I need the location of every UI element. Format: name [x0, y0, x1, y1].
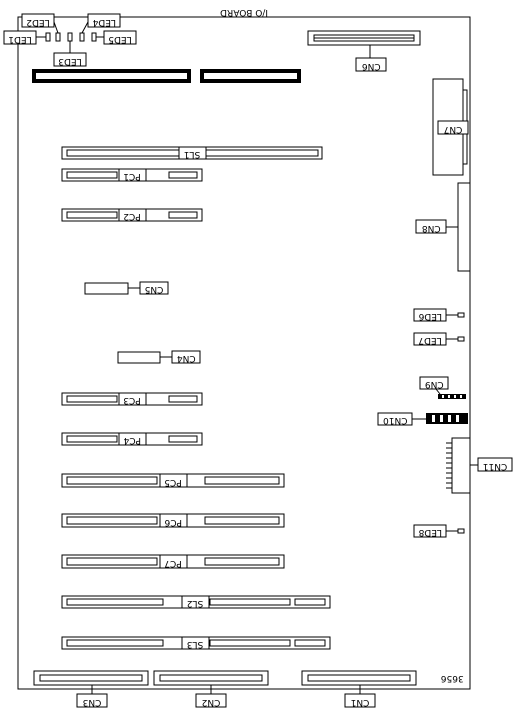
led8-label: LED8	[418, 527, 442, 537]
cn2-connector: CN2	[153, 670, 269, 708]
board-outline	[17, 16, 471, 690]
sl1-label: SL1	[184, 149, 200, 159]
pc3-label-box	[118, 392, 147, 406]
led2-label-box	[21, 13, 55, 28]
cn7-label-box	[437, 120, 469, 135]
cn5-connector: CN5	[84, 281, 169, 295]
cn4-label-box	[171, 350, 201, 364]
led7-label: LED7	[418, 335, 441, 345]
sl1-label-box	[178, 146, 207, 160]
cn10-label: CN10	[383, 415, 408, 425]
pc6-label-box	[159, 513, 188, 528]
slot-pc6: PC6	[61, 513, 285, 528]
cn8-label: CN8	[422, 223, 441, 233]
slot-pc2: PC2	[61, 208, 203, 222]
pc4-label-box	[118, 432, 147, 446]
cn11-label: CN11	[483, 461, 507, 471]
cn1-label: CN1	[351, 697, 370, 707]
top-slot-right	[200, 69, 301, 83]
led8-label-box	[413, 524, 447, 538]
cn3-label-box	[76, 693, 108, 708]
led6-label-box	[413, 308, 447, 322]
cn10-label-box	[377, 412, 413, 426]
pc5-label: PC5	[164, 477, 181, 487]
cn9-connector: CN9	[419, 376, 466, 399]
cn2-label: CN2	[202, 697, 221, 707]
cn7-label: CN7	[444, 124, 463, 134]
slot-sl2: SL2	[61, 595, 331, 609]
led5	[91, 32, 97, 42]
pc1-label: PC1	[123, 171, 140, 181]
led2	[55, 32, 61, 42]
pc7-label-box	[159, 554, 188, 569]
pc7-label: PC7	[164, 558, 181, 568]
led4	[79, 32, 85, 42]
pc2-label-box	[118, 208, 147, 222]
slot-pc3: PC3	[61, 392, 203, 406]
cn8-connector: CN8	[415, 182, 471, 272]
slot-pc5: PC5	[61, 473, 285, 488]
slot-sl3: SL3	[61, 636, 331, 650]
slot-pc4: PC4	[61, 432, 203, 446]
slot-pc7: PC7	[61, 554, 285, 569]
cn6-connector: CN6	[307, 30, 421, 72]
cn8-label-box	[415, 219, 447, 234]
slot-sl1: SL1	[61, 146, 323, 160]
cn1-label-box	[344, 693, 376, 708]
led3	[67, 32, 73, 42]
led8: LED8	[413, 524, 465, 538]
pc1-label-box	[118, 168, 147, 182]
sl3-label: SL3	[187, 639, 203, 649]
pc4-label: PC4	[123, 435, 141, 445]
cn4-label: CN4	[177, 353, 196, 363]
cn4-connector: CN4	[117, 350, 201, 364]
led7: LED7	[413, 332, 465, 346]
slot-pc1: PC1	[61, 168, 203, 182]
cn9-label-box	[419, 376, 449, 390]
led5-label: LED5	[108, 34, 131, 44]
led4-label: LED4	[92, 17, 116, 27]
led1	[45, 32, 51, 42]
cn6-label: CN6	[362, 61, 381, 71]
led4-label-box	[87, 13, 121, 28]
cn11-connector: CN11	[446, 437, 513, 494]
cn3-label: CN3	[83, 697, 102, 707]
cn6-label-box	[355, 57, 387, 72]
cn2-label-box	[195, 693, 227, 708]
figure-number: 3656	[441, 673, 464, 683]
cn9-label: CN9	[425, 379, 444, 389]
cn10-connector: CN10	[377, 412, 468, 426]
pc2-label: PC2	[123, 211, 140, 221]
sl3-label-box	[181, 636, 210, 650]
board-title: I/O BOARD	[220, 7, 268, 17]
sl2-label-box	[181, 595, 210, 609]
led6: LED6	[413, 308, 465, 322]
pc3-label: PC3	[123, 395, 140, 405]
led-cluster-top: LED1 LED2 LED3 LED4 LED5	[3, 13, 137, 67]
top-slot-left	[32, 69, 191, 83]
pc5-label-box	[159, 473, 188, 488]
cn3-connector: CN3	[33, 670, 149, 708]
cn5-label-box	[139, 281, 169, 295]
cn1-connector: CN1	[301, 670, 417, 708]
pc6-label: PC6	[164, 517, 182, 527]
led7-label-box	[413, 332, 447, 346]
led3-label: LED3	[58, 56, 81, 66]
led1-label: LED1	[8, 34, 31, 44]
led6-label: LED6	[418, 311, 442, 321]
led2-label: LED2	[26, 17, 49, 27]
cn5-label: CN5	[145, 284, 164, 294]
sl2-label: SL2	[187, 598, 203, 608]
cn7-connector: CN7	[432, 78, 469, 176]
